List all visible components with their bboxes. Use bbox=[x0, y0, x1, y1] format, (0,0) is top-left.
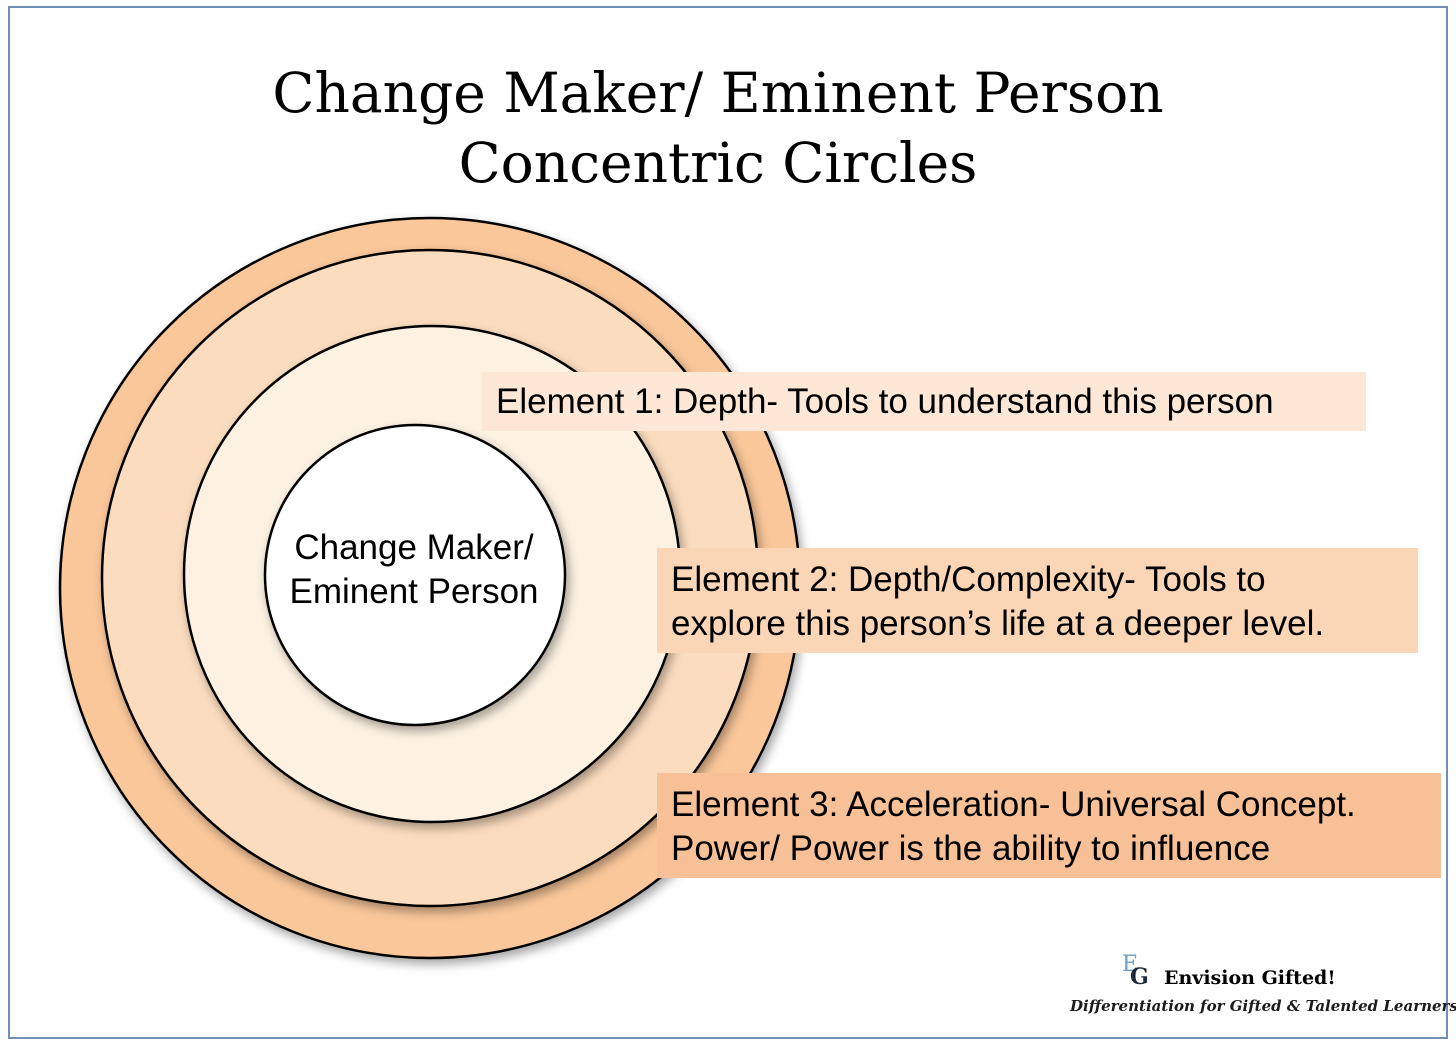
element-3-callout: Element 3: Acceleration- Universal Conce… bbox=[657, 773, 1441, 878]
inner-circle bbox=[263, 423, 567, 727]
element-3-line-1: Element 3: Acceleration- Universal Conce… bbox=[671, 785, 1356, 824]
logo-letter-e: E bbox=[1122, 952, 1139, 977]
center-label-line-2: Eminent Person bbox=[289, 572, 539, 611]
slide-frame bbox=[8, 6, 1448, 1039]
element-3-line-2: Power/ Power is the ability to influence bbox=[671, 829, 1271, 868]
envision-gifted-logo: E G bbox=[1122, 952, 1162, 992]
title-line-2: Concentric Circles bbox=[458, 131, 978, 195]
center-label: Change Maker/ Eminent Person bbox=[264, 526, 564, 614]
title-line-1: Change Maker/ Eminent Person bbox=[272, 61, 1164, 125]
brand-tagline: Differentiation for Gifted & Talented Le… bbox=[1070, 997, 1456, 1015]
slide-title: Change Maker/ Eminent Person Concentric … bbox=[0, 58, 1436, 198]
element-2-line-1: Element 2: Depth/Complexity- Tools to bbox=[671, 560, 1266, 599]
center-label-line-1: Change Maker/ bbox=[294, 528, 534, 567]
logo-letter-g: G bbox=[1130, 964, 1149, 990]
brand-name: Envision Gifted! bbox=[1164, 967, 1336, 989]
element-2-callout: Element 2: Depth/Complexity- Tools to ex… bbox=[657, 548, 1418, 653]
element-1-text: Element 1: Depth- Tools to understand th… bbox=[496, 382, 1274, 421]
element-2-line-2: explore this person’s life at a deeper l… bbox=[671, 604, 1325, 643]
element-1-callout: Element 1: Depth- Tools to understand th… bbox=[482, 372, 1366, 431]
